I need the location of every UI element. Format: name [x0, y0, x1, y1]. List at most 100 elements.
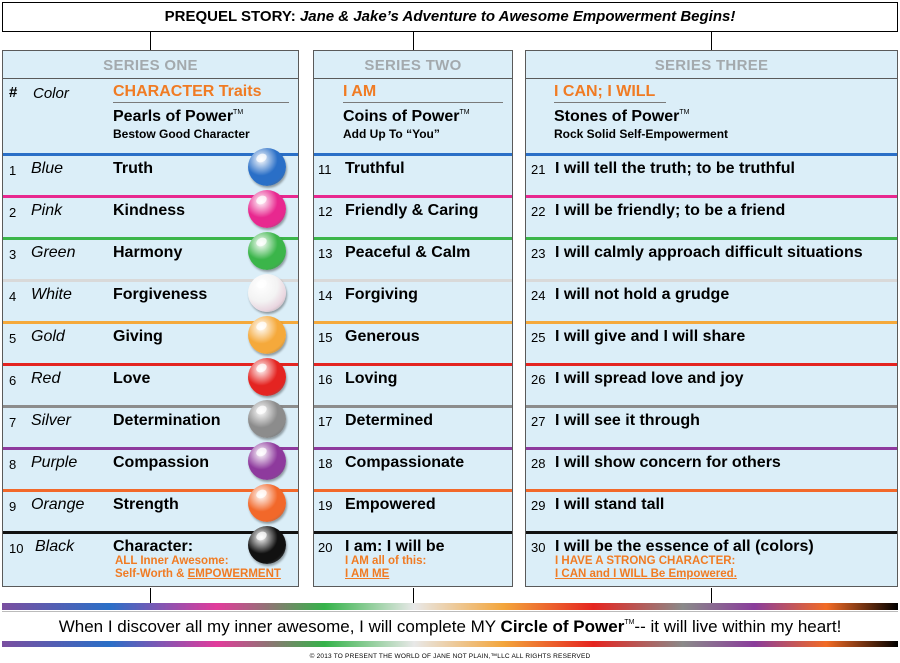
coins-of-power-title: Coins of PowerTM — [343, 108, 470, 126]
copyright: © 2013 TO PRESENT THE WORLD OF JANE NOT … — [309, 653, 591, 660]
i-will-sub-2: I CAN and I WILL Be Empowered. — [555, 568, 737, 580]
i-am-quality: Friendly & Caring — [345, 202, 479, 219]
footer-msg-start: When I discover all my inner awesome, I … — [58, 617, 501, 636]
coins-title-text: Coins of Power — [343, 108, 460, 125]
row-number: 9 — [9, 499, 17, 514]
i-will-statement: I will stand tall — [555, 496, 665, 513]
character-sub-1: ALL Inner Awesome: — [115, 555, 229, 567]
pearl-icon — [248, 442, 286, 480]
row-divider-2 — [314, 195, 512, 198]
row-divider-1 — [3, 363, 298, 366]
i-am-quality: Empowered — [345, 496, 436, 513]
row-divider-3 — [526, 489, 897, 492]
i-am-quality: Truthful — [345, 160, 405, 177]
top-connector-right — [711, 32, 712, 50]
trait-name: Character: — [113, 538, 194, 555]
row-number: 7 — [9, 415, 17, 430]
row-number: 23 — [531, 246, 546, 261]
row-divider-2 — [314, 363, 512, 366]
pearls-of-power-title: Pearls of PowerTM — [113, 108, 243, 126]
row-divider-1 — [3, 405, 298, 408]
character-sub-2: Self-Worth & EMPOWERMENT — [115, 568, 281, 580]
color-name: Green — [31, 244, 76, 261]
coins-tm: TM — [459, 109, 470, 116]
row-number: 14 — [318, 288, 333, 303]
footer-msg-bold: Circle of Power — [500, 617, 625, 636]
row-divider-2 — [314, 321, 512, 324]
row-number: 4 — [9, 289, 17, 304]
bottom-connector-left — [150, 588, 151, 604]
pearl-icon — [248, 358, 286, 396]
title-prefix: PREQUEL STORY: — [164, 8, 296, 25]
series-two-label: SERIES TWO — [364, 57, 462, 74]
top-connector-mid — [413, 32, 414, 50]
color-name: Pink — [31, 202, 63, 219]
i-will-statement: I will be the essence of all (colors) — [555, 538, 814, 555]
i-can-i-will-heading: I CAN; I WILL — [554, 83, 666, 103]
row-divider-3 — [526, 237, 897, 240]
pearl-icon — [248, 274, 286, 312]
title-bar: PREQUEL STORY: Jane & Jake’s Adventure t… — [2, 2, 898, 32]
row-number: 18 — [318, 456, 333, 471]
row-number: 2 — [9, 205, 17, 220]
pearl-icon — [248, 526, 286, 564]
row-divider-1 — [3, 279, 298, 282]
pearl-icon — [248, 148, 286, 186]
row-divider-2 — [314, 153, 512, 156]
color-name: Red — [31, 370, 61, 387]
pearls-subtitle: Bestow Good Character — [113, 127, 250, 141]
series-three-separator — [526, 78, 897, 79]
i-am-sub-2: I AM ME — [345, 568, 390, 580]
row-number: 20 — [318, 540, 333, 555]
pearls-tm: TM — [233, 109, 244, 116]
i-will-statement: I will tell the truth; to be truthful — [555, 160, 795, 177]
row-divider-1 — [3, 447, 298, 450]
color-name: Orange — [31, 496, 85, 513]
color-name: Blue — [31, 160, 64, 177]
row-number: 17 — [318, 414, 333, 429]
row-number: 6 — [9, 373, 17, 388]
i-will-statement: I will calmly approach difficult situati… — [555, 244, 863, 261]
trait-name: Giving — [113, 328, 163, 345]
i-will-statement: I will see it through — [555, 412, 700, 429]
bottom-connector-mid — [413, 588, 414, 604]
top-connector-left — [150, 32, 151, 50]
row-number: 30 — [531, 540, 546, 555]
pearl-icon — [248, 232, 286, 270]
i-will-statement: I will show concern for others — [555, 454, 781, 471]
row-divider-2 — [314, 531, 512, 534]
i-will-statement: I will not hold a grudge — [555, 286, 730, 303]
row-number: 19 — [318, 498, 333, 513]
stones-title-text: Stones of Power — [554, 108, 680, 125]
character-sub-2b: EMPOWERMENT — [187, 568, 281, 580]
row-number: 24 — [531, 288, 546, 303]
row-number: 8 — [9, 457, 17, 472]
footer-msg-end: -- it will live within my heart! — [634, 617, 842, 636]
row-number: 5 — [9, 331, 17, 346]
row-number: 1 — [9, 163, 17, 178]
row-divider-1 — [3, 321, 298, 324]
row-number: 15 — [318, 330, 333, 345]
row-divider-2 — [314, 405, 512, 408]
row-number: 12 — [318, 204, 333, 219]
row-divider-3 — [526, 531, 897, 534]
row-divider-3 — [526, 405, 897, 408]
row-number: 16 — [318, 372, 333, 387]
pearl-icon — [248, 316, 286, 354]
row-number: 22 — [531, 204, 546, 219]
trait-name: Harmony — [113, 244, 183, 261]
stones-subtitle: Rock Solid Self-Empowerment — [554, 127, 729, 141]
series-one-separator — [3, 78, 298, 79]
row-divider-3 — [526, 195, 897, 198]
row-divider-3 — [526, 447, 897, 450]
row-divider-2 — [314, 489, 512, 492]
stones-of-power-title: Stones of PowerTM — [554, 108, 689, 126]
series-two-separator — [314, 78, 512, 79]
character-sub-2a: Self-Worth & — [115, 568, 188, 580]
color-name: White — [31, 286, 72, 303]
series-three-label: SERIES THREE — [654, 57, 769, 74]
row-divider-2 — [314, 237, 512, 240]
trait-name: Truth — [113, 160, 153, 177]
row-divider-3 — [526, 321, 897, 324]
row-divider-1 — [3, 195, 298, 198]
